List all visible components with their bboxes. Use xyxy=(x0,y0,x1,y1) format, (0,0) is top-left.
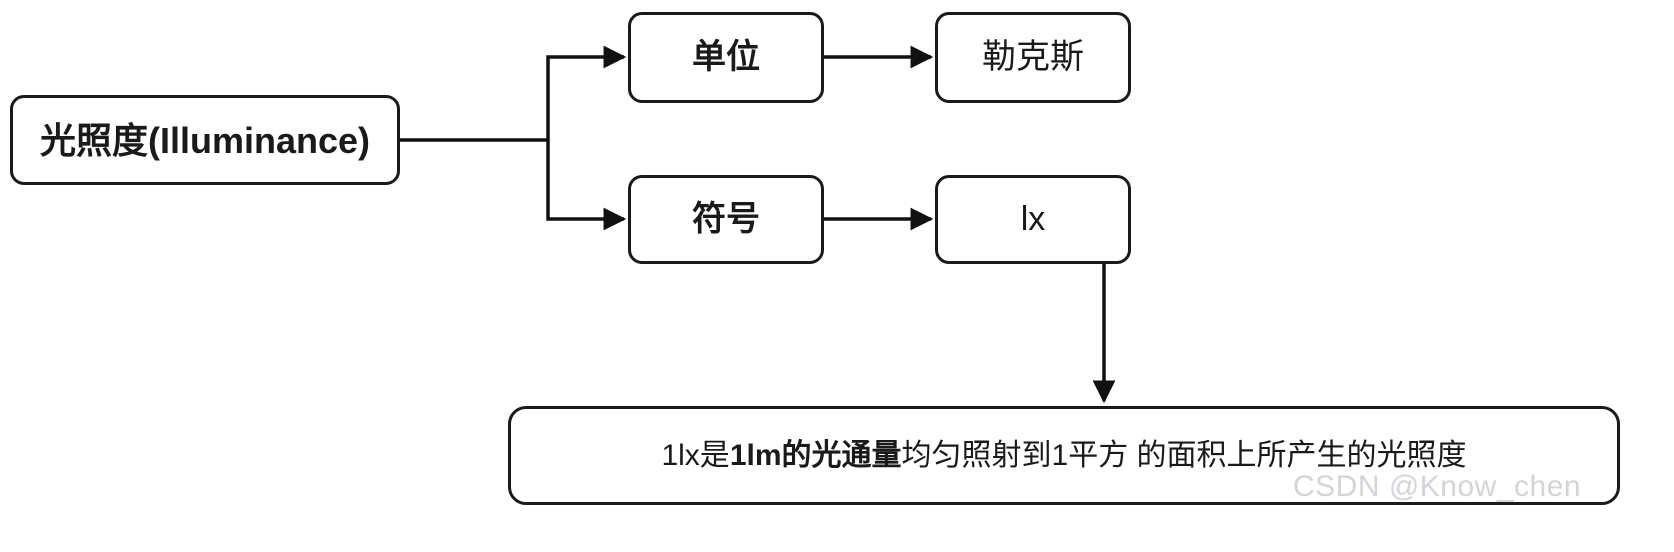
node-symbol-value[interactable]: lx xyxy=(935,175,1131,264)
node-definition-text: 1lx是1lm的光通量均匀照射到1平方 的面积上所产生的光照度 xyxy=(655,437,1472,475)
definition-segment-1: 1lx是 xyxy=(661,438,730,472)
node-symbol-key-label: 符号 xyxy=(692,200,760,239)
connector-root-to-unit xyxy=(546,45,627,140)
csdn-watermark: CSDN @Know_chen xyxy=(1293,470,1582,503)
node-illuminance-root[interactable]: 光照度(Illuminance) xyxy=(10,95,400,185)
node-definition[interactable]: 1lx是1lm的光通量均匀照射到1平方 的面积上所产生的光照度 xyxy=(508,406,1620,505)
definition-segment-2: 1lm的光通量 xyxy=(729,438,902,472)
node-symbol-key[interactable]: 符号 xyxy=(628,175,824,264)
node-unit-key-label: 单位 xyxy=(692,38,760,77)
node-illuminance-root-label: 光照度(Illuminance) xyxy=(39,119,371,161)
node-unit-value-label: 勒克斯 xyxy=(982,38,1084,77)
definition-segment-3: 均匀照射到1平方 的面积上所产生的光照度 xyxy=(901,438,1467,472)
node-unit-key[interactable]: 单位 xyxy=(628,12,824,103)
connector-root-to-symbol xyxy=(546,140,627,231)
node-unit-value[interactable]: 勒克斯 xyxy=(935,12,1131,103)
node-symbol-value-label: lx xyxy=(1020,200,1046,239)
